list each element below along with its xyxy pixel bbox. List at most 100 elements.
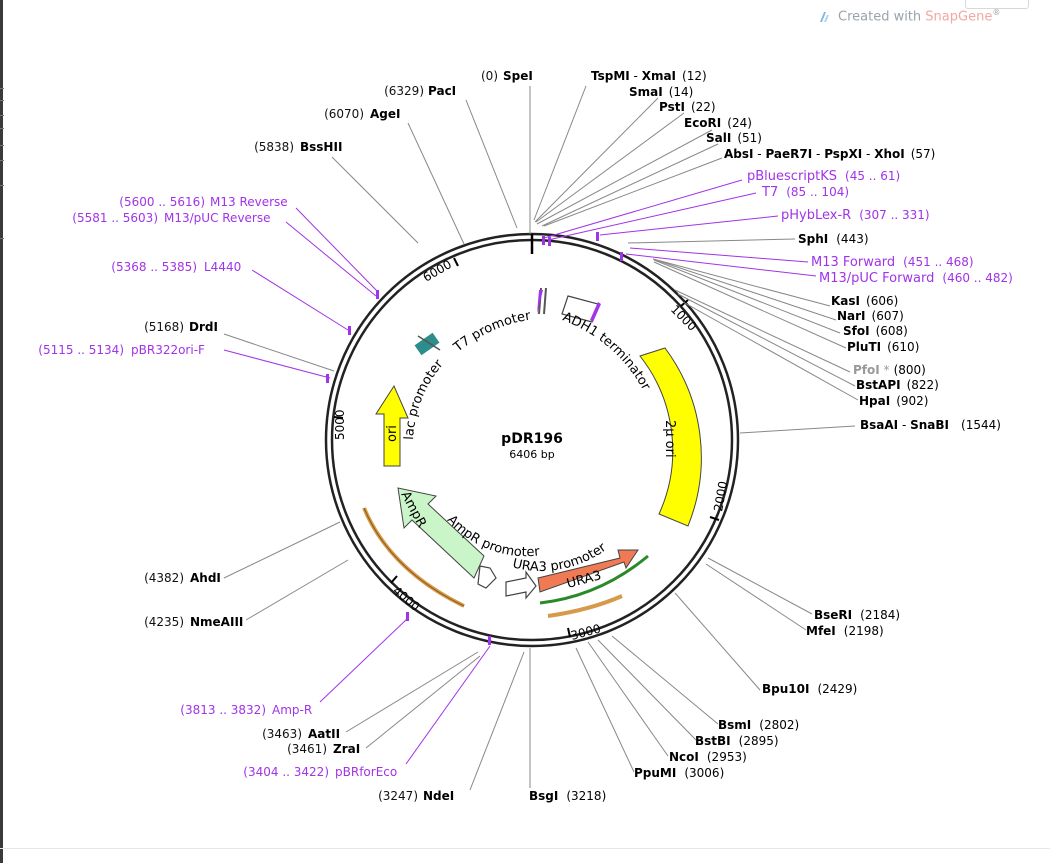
enzyme-pos-paci: (6329) [384,84,424,98]
enzyme-label-ncoi: NcoI (2953) [669,750,747,764]
enzyme-pos-ppumi: (3006) [684,766,724,780]
enzyme-pos-bsgi: (3218) [566,789,606,803]
enzyme-name-tspmi: TspMI [591,69,630,83]
enzyme-label-bseri: BseRI (2184) [814,608,900,622]
enzyme-name-mfei: MfeI [806,624,836,638]
enzyme-name-bsaai: BsaAI [860,418,898,432]
ura3-arrow [537,549,639,593]
enzyme-pos-pfoi: (800) [894,363,926,377]
enzyme-pos-kasi: (606) [866,294,898,308]
enzyme-pos-ahdi: (4382) [144,571,184,585]
enzyme-pos-drdi: (5168) [144,320,184,334]
primer-range-m13-puc-forward: (460 .. 482) [942,271,1012,285]
enzyme-name-ppumi: PpuMI [634,766,676,780]
enzyme-pos-ndei: (3247) [378,789,418,803]
primer-leaders [223,179,817,765]
enzyme-name-ndei: NdeI [423,789,454,803]
enzyme-pos-ecori: (24) [727,116,752,130]
enzyme-label-bsgi: BsgI(3218) [529,789,606,803]
watermark-mark: ® [992,8,1001,17]
primer-name-pbluescriptks: pBluescriptKS [747,169,837,184]
ampr-promoter-arrow [477,565,497,589]
lac-operator-glyph [414,332,441,356]
enzyme-label-hpai: HpaI(902) [859,394,928,408]
lac-promoter-text: lac promoter [402,356,447,440]
enzyme-name-ecori: EcoRI [684,116,721,130]
enzyme-name-bpu10i: Bpu10I [762,682,809,696]
enzyme-pos-aatii: (3463) [262,727,302,741]
primer-range-l4440: (5368 .. 5385) [111,260,197,274]
primer-name-phyblex-r: pHybLex-R [781,208,851,223]
enzyme-label-bsmi: BsmI(2802) [718,718,799,732]
t7-promoter-label: T7 promoter [450,308,532,355]
enzyme-pos-bsshii: (5838) [254,140,294,154]
enzyme-name-bseri: BseRI [814,608,852,622]
enzyme-label-nari: NarI (607) [837,309,904,323]
enzyme-name-paci: PacI [428,84,456,98]
enzyme-name-absi: AbsI [724,147,753,161]
enzyme-name-psti: PstI [659,100,685,114]
tick-marks [333,257,720,638]
enzyme-label-kasi: KasI(606) [831,294,898,308]
primer-name-m13-puc-reverse: M13/pUC Reverse [164,211,271,225]
enzyme-name-spei: SpeI [503,69,533,83]
enzyme-name-pfoi: PfoI [853,363,880,377]
two-micron-ori-arc [639,347,702,527]
primer-label-phyblex-r: pHybLex-R (307 .. 331) [781,208,930,223]
enzyme-pos-nari: (607) [872,309,904,323]
enzyme-pos-pluti: (610) [887,340,919,354]
enzyme-pos-bpu10i: (2429) [817,682,857,696]
enzyme-pos-bstbi: (2895) [739,734,779,748]
enzyme-name-paer7i: PaeR7I [765,147,812,161]
enzyme-sep: - [862,147,874,161]
plasmid-size: 6406 bp [509,448,554,461]
enzyme-leaders [223,85,859,791]
ampr-orf-outline [363,507,465,607]
enzyme-name-agei: AgeI [370,107,400,121]
enzyme-label-psti: PstI (22) [659,100,716,114]
tick-4000: 4000 [390,584,422,614]
primer-range-m13-reverse: (5600 .. 5616) [119,195,205,209]
primer-range-pbr322ori-f: (5115 .. 5134) [38,343,124,357]
enzyme-name-xhoi: XhoI [874,147,905,161]
watermark-prefix: Created with [838,9,926,25]
enzyme-sep: - [898,418,910,432]
enzyme-pos-sfoi: (608) [876,324,908,338]
bottom-divider [0,848,1050,849]
enzyme-name-nari: NarI [837,309,866,323]
enzyme-name-ncoi: NcoI [669,750,699,764]
enzyme-pos-bseri: (2184) [860,608,900,622]
snapgene-watermark: Created with SnapGene® [820,8,1001,25]
enzyme-pos-psti: (22) [691,100,716,114]
ura3-orf-orange [547,594,623,618]
enzyme-name-bsshii: BssHII [300,140,342,154]
primer-label-t7: T7(85 .. 104) [761,185,849,200]
enzyme-label-ecori: EcoRI (24) [684,116,752,130]
enzyme-pos-ncoi: (2953) [707,750,747,764]
enzyme-label-sfoi: SfoI(608) [843,324,908,338]
enzyme-name-ahdi: AhdI [190,571,221,585]
enzyme-pos-bstapi: (822) [907,378,939,392]
enzyme-label-sali: SalI(51) [706,131,762,145]
enzyme-name-bstbi: BstBI [695,734,731,748]
primer-range-phyblex-r: (307 .. 331) [859,208,929,222]
primer-name-pbrforeco: pBRforEco [335,765,397,779]
enzyme-pos-xhoi: (57) [911,147,936,161]
ori-label: ori [385,425,400,442]
primer-label-m13-puc-forward: M13/pUC Forward(460 .. 482) [819,271,1013,286]
enzyme-name-zrai: ZraI [333,742,360,756]
primer-range-t7: (85 .. 104) [786,185,849,199]
enzyme-label-smai: SmaI(14) [629,85,693,99]
enzyme-label-sphi: SphI(443) [798,232,869,246]
enzyme-name-drdi: DrdI [189,320,218,334]
enzyme-name-nmeaiii: NmeAIII [190,615,243,629]
enzyme-name-bstapi: BstAPI [856,378,901,392]
enzyme-name-snabi: SnaBI [910,418,949,432]
enzyme-name-sali: SalI [706,131,731,145]
enzyme-name-pspxi: PspXI [824,147,862,161]
tick-6000: 6000 [421,257,454,284]
enzyme-label-absi-xhoi: AbsI - PaeR7I - PspXI - XhoI(57) [724,147,935,161]
window-left-edge [0,0,3,863]
adh1-terminator-box [561,295,599,323]
